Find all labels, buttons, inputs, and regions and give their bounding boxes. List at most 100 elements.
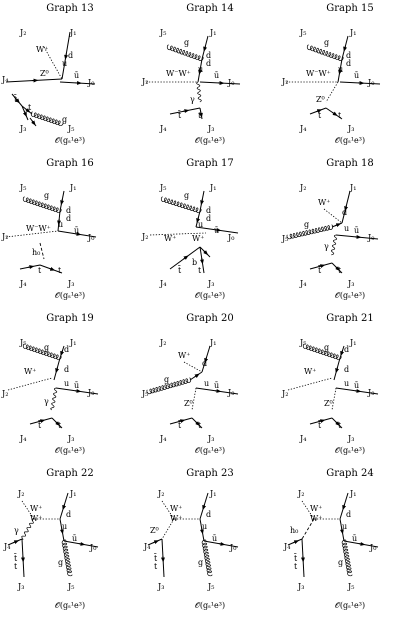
particle-label: J₂: [281, 77, 288, 86]
particle-label: d: [346, 510, 351, 519]
particle-label: ū: [354, 226, 359, 235]
particle-label: g: [324, 38, 329, 47]
fermion-arrow: [335, 366, 340, 374]
particle-label: u: [62, 59, 67, 68]
particle-label: u: [342, 522, 347, 531]
particle-label: u: [198, 65, 203, 74]
boson-line: [7, 377, 53, 391]
particle-label: u: [204, 379, 209, 388]
particle-label: u: [62, 522, 67, 531]
particle-label: J₁: [209, 28, 216, 37]
particle-label: t̄: [177, 265, 182, 275]
particle-label: J₀: [367, 233, 374, 242]
particle-label: g: [164, 375, 169, 384]
boson-line: [183, 361, 203, 373]
coupling-order: 𝒪(gₛ¹e³): [55, 291, 85, 300]
particle-label: d: [342, 208, 347, 217]
particle-label: J₅: [281, 234, 288, 243]
particle-label: t̄: [177, 420, 182, 430]
particle-label: J₁: [69, 338, 76, 347]
graph-title: Graph 16: [46, 158, 93, 169]
fermion-arrow: [178, 419, 186, 424]
fermion-arrow: [318, 264, 326, 269]
particle-label: t: [198, 111, 202, 120]
particle-label: ū: [214, 71, 219, 80]
boson-line: [43, 46, 63, 80]
fermion-arrow: [22, 110, 27, 118]
scalar-line: [301, 518, 315, 540]
particle-label: J₃: [67, 434, 74, 443]
fermion-arrow: [55, 421, 61, 427]
fermion-arrow: [334, 223, 342, 228]
particle-label: g: [58, 558, 63, 567]
gluon-line: [146, 377, 192, 395]
particle-label: g: [324, 343, 329, 352]
particle-label: u: [198, 220, 203, 229]
particle-label: t: [58, 421, 62, 430]
particle-label: J₂: [159, 338, 166, 347]
particle-label: Z⁰: [316, 95, 325, 104]
particle-label: J₂: [19, 28, 26, 37]
particle-label: J₅: [159, 28, 166, 37]
graph-title: Graph 21: [326, 313, 373, 324]
particle-label: t: [198, 421, 202, 430]
particle-label: J₄: [299, 434, 306, 443]
particle-label: W⁻W⁺: [26, 224, 51, 233]
fermion-arrow: [339, 527, 344, 535]
photon-line: [330, 234, 338, 256]
coupling-order: 𝒪(gₛ¹e³): [335, 291, 365, 300]
particle-label: g: [184, 191, 189, 200]
fermion-arrow: [152, 540, 160, 545]
gluon-line: [302, 343, 342, 361]
particle-label: g: [304, 220, 309, 229]
particle-label: J₁: [349, 28, 356, 37]
particle-label: J₄: [19, 279, 26, 288]
boson-line: [149, 232, 207, 236]
gluon-line: [61, 539, 73, 577]
particle-label: W⁺: [164, 234, 176, 243]
particle-label: J₄: [19, 434, 26, 443]
particle-label: J₄: [159, 279, 166, 288]
particle-label: J₅: [207, 582, 214, 591]
particle-label: J₄: [159, 434, 166, 443]
fermion-arrow: [194, 373, 200, 378]
particle-label: t: [198, 266, 202, 275]
particle-label: Z⁰: [150, 526, 159, 535]
particle-label: ū: [214, 381, 219, 390]
coupling-order: 𝒪(gₛ¹e³): [55, 136, 85, 145]
gluon-line: [201, 539, 213, 577]
particle-label: J₁: [209, 338, 216, 347]
particle-label: u: [344, 224, 349, 233]
particle-label: Z⁰: [324, 399, 333, 408]
particle-label: ū: [212, 534, 217, 543]
particle-label: J₄: [1, 75, 8, 84]
particle-label: J₃: [207, 434, 214, 443]
particle-label: J₄: [299, 124, 306, 133]
particle-label: t: [338, 421, 342, 430]
fermion-arrow: [62, 503, 67, 511]
fermion-arrow: [292, 540, 300, 545]
particle-label: J₂: [1, 389, 8, 398]
coupling-order: 𝒪(gₛ¹e³): [195, 446, 225, 455]
fermion-arrow: [200, 198, 205, 206]
particle-label: J₂: [141, 77, 148, 86]
boson-line: [5, 230, 59, 238]
coupling-order: 𝒪(gₛ¹e³): [195, 136, 225, 145]
particle-label: t̄: [13, 553, 18, 563]
particle-label: d: [206, 510, 211, 519]
particle-label: W⁺: [178, 351, 190, 360]
boson-line: [325, 81, 339, 103]
particle-label: J₅: [67, 124, 74, 133]
particle-label: ū: [72, 534, 77, 543]
particle-label: ū: [74, 226, 79, 235]
gluon-line: [306, 44, 344, 61]
particle-label: d: [344, 365, 349, 374]
